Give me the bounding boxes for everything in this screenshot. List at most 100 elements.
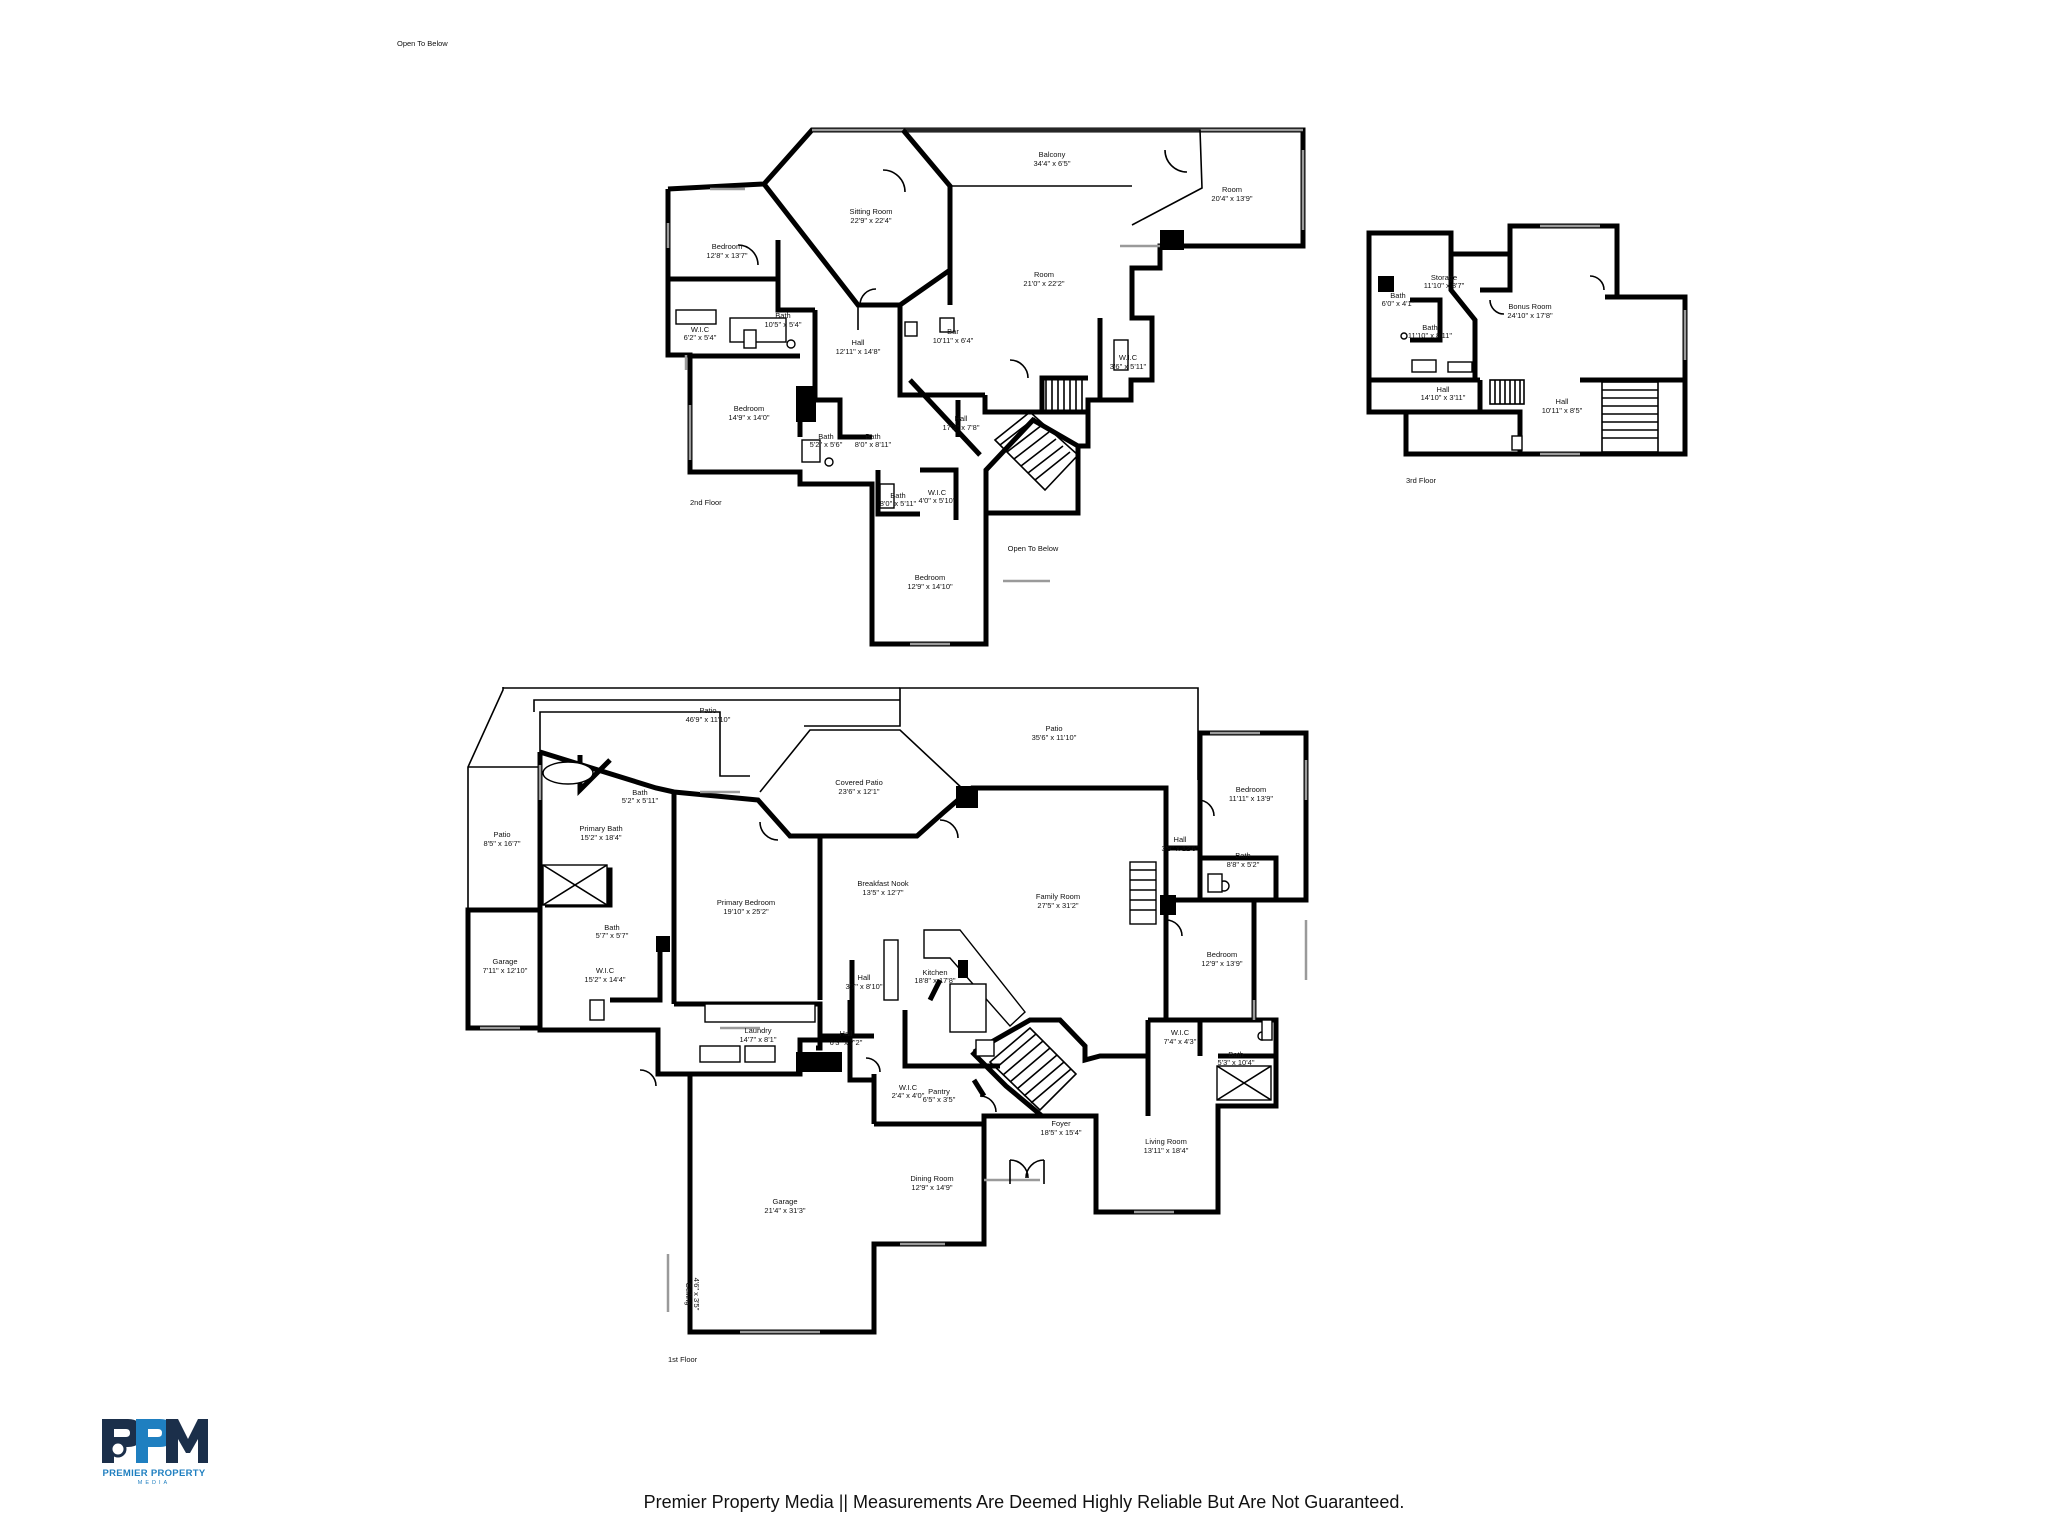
ceiling-note-dims: 4'6" x 3'5": [692, 1278, 701, 1311]
room-label: Laundry: [744, 1026, 771, 1035]
room-dims: 8'0" x 5'11": [880, 499, 917, 508]
room-label: Bath: [818, 432, 833, 441]
room-dims: 12'9" x 13'9": [1201, 959, 1242, 968]
open-to-below-note: Open To Below: [397, 39, 448, 48]
room-dims: 10'11" x 8'5": [1542, 406, 1583, 415]
room-dims: 14'9" x 14'0": [728, 413, 769, 422]
room-dims: 14'7" x 8'1": [740, 1035, 777, 1044]
room-dims: 10'5" x 5'4": [765, 320, 802, 329]
room-dims: 22'9" x 22'4": [850, 216, 891, 225]
room-label: Hall: [955, 414, 968, 423]
room-dims: 11'10" x 8'7": [1424, 281, 1465, 290]
room-dims: 19'10" x 25'2": [723, 907, 769, 916]
room-dims: 17'2" x 7'8": [943, 423, 980, 432]
room-dims: 6'2" x 5'4": [684, 333, 717, 342]
premier-property-media-logo: PREMIER PROPERTY MEDIA: [98, 1413, 210, 1489]
third-floor-plan: Storage 11'10" x 8'7" Bonus Room 24'10" …: [1366, 223, 1688, 485]
room-label: Primary Bedroom: [717, 898, 775, 907]
room-label: Bath: [1390, 291, 1405, 300]
room-dims: 6'0" x 4'1": [1382, 299, 1415, 308]
room-dims: 13'5" x 12'7": [862, 888, 903, 897]
room-dims: 15'2" x 14'4": [584, 975, 625, 984]
room-dims: 7'11" x 12'10": [483, 966, 528, 975]
second-floor-outer-walls: [665, 127, 1306, 647]
room-dims: 21'4" x 31'3": [764, 1206, 805, 1215]
room-label: Patio: [493, 830, 510, 839]
room-dims: 4'0" x 5'10": [919, 496, 956, 505]
room-dims: 11'10" x 8'11": [1408, 331, 1453, 340]
room-dims: 3'9" x 12'6": [1162, 844, 1199, 853]
room-dims: 14'10" x 3'11": [1421, 393, 1466, 402]
room-label: Hall: [1556, 397, 1569, 406]
room-dims: 46'9" x 11'10": [686, 715, 731, 724]
room-label: Bath: [1228, 1050, 1243, 1059]
room-label: Bonus Room: [1508, 302, 1551, 311]
room-label: Garage: [492, 957, 517, 966]
ceiling-note: Ceiling: [684, 1283, 693, 1306]
room-label: Primary Bath: [579, 824, 622, 833]
room-dims: 20'4" x 13'9": [1211, 194, 1252, 203]
room-label: Bedroom: [734, 404, 764, 413]
room-label: W.I.C: [691, 325, 710, 334]
room-label: Covered Patio: [835, 778, 883, 787]
room-dims: 3'6" x 5'11": [1110, 362, 1147, 371]
room-dims: 2'4" x 4'0": [892, 1091, 925, 1100]
room-label: Breakfast Nook: [857, 879, 909, 888]
room-dims: 10'11" x 6'4": [933, 336, 974, 345]
room-dims: 15'2" x 18'4": [580, 833, 621, 842]
room-dims: 35'6" x 11'10": [1032, 733, 1077, 742]
room-label: Balcony: [1039, 150, 1066, 159]
room-label: W.I.C: [1171, 1028, 1190, 1037]
second-floor-plan: Balcony 34'4" x 6'5" Room 20'4" x 13'9" …: [665, 127, 1306, 647]
room-dims: 5'2" x 5'6": [810, 440, 843, 449]
room-dims: 12'9" x 14'10": [907, 582, 953, 591]
room-dims: 6'5" x 3'5": [923, 1095, 956, 1104]
second-floor-stairs: [993, 377, 1083, 492]
room-label: Hall: [852, 338, 865, 347]
logo-text-line1: PREMIER PROPERTY: [102, 1468, 206, 1479]
floor-label-3rd: 3rd Floor: [1406, 476, 1437, 485]
room-dims: 6'3" x 7'2": [830, 1038, 863, 1047]
room-label: Hall: [1437, 385, 1450, 394]
footer-disclaimer: Premier Property Media || Measurements A…: [643, 1492, 1405, 1512]
room-label: Patio: [699, 706, 716, 715]
room-dims: 23'6" x 12'1": [838, 787, 879, 796]
logo-text-line2: MEDIA: [137, 1480, 171, 1486]
room-label: Hall: [840, 1029, 853, 1038]
room-label: Pantry: [928, 1087, 950, 1096]
room-label: Patio: [1045, 724, 1062, 733]
room-label: Bedroom: [915, 573, 945, 582]
room-label: Room: [1222, 185, 1242, 194]
room-dims: 8'5" x 16'7": [484, 839, 521, 848]
room-dims: 24'10" x 17'8": [1507, 311, 1553, 320]
room-label: Bath: [1235, 851, 1250, 860]
room-label: Bedroom: [712, 242, 742, 251]
room-label: Kitchen: [922, 968, 947, 977]
room-label: Bath: [604, 923, 619, 932]
room-label: Bath: [890, 491, 905, 500]
room-dims: 18'8" x 17'8": [914, 976, 955, 985]
first-floor-outer-walls: [537, 730, 1309, 1335]
floor-label-2nd: 2nd Floor: [690, 498, 722, 507]
room-dims: 12'9" x 14'9": [911, 1183, 952, 1192]
room-label: W.I.C: [928, 488, 947, 497]
room-label: Dining Room: [910, 1174, 953, 1183]
room-label: Family Room: [1036, 892, 1080, 901]
room-dims: 34'4" x 6'5": [1034, 159, 1071, 168]
room-dims: 5'2" x 5'11": [622, 796, 659, 805]
room-label: W.I.C: [596, 966, 615, 975]
room-label: Bath: [775, 311, 790, 320]
patio-outlines: [467, 687, 1199, 910]
room-label: W.I.C: [1119, 353, 1138, 362]
room-label: Hall: [858, 973, 871, 982]
room-label: Bath: [632, 788, 647, 797]
room-label: Bedroom: [1236, 785, 1266, 794]
room-label: Garage: [772, 1197, 797, 1206]
room-dims: 3'7" x 8'10": [846, 982, 883, 991]
room-dims: 12'11" x 14'8": [836, 347, 881, 356]
ppm-logo-mark-icon: [102, 1419, 208, 1463]
room-dims: 8'0" x 8'11": [855, 440, 892, 449]
room-dims: 8'8" x 5'2": [1227, 860, 1260, 869]
room-dims: 7'4" x 4'3": [1164, 1037, 1197, 1046]
